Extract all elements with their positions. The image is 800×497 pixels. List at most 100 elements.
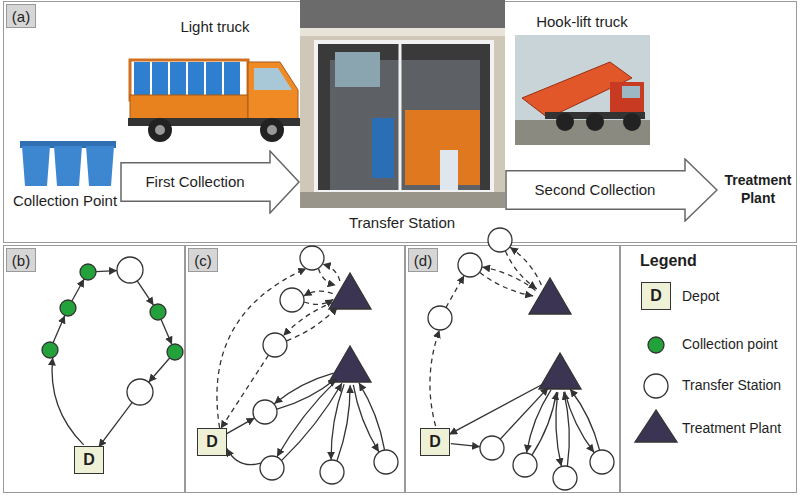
route-arrow xyxy=(137,281,153,306)
legend-entry: Treatment Plant xyxy=(682,420,781,436)
network-nodes xyxy=(117,257,143,283)
panel-frames xyxy=(621,246,797,493)
legend-entry: Collection point xyxy=(682,336,778,352)
network-nodes xyxy=(329,273,371,309)
route-arrow xyxy=(527,390,551,453)
route-arrow xyxy=(337,385,350,460)
network-nodes xyxy=(320,460,344,484)
panel-frames xyxy=(406,246,620,493)
text-label: Legend xyxy=(640,252,697,270)
route-arrow xyxy=(53,315,65,342)
light-truck xyxy=(134,62,150,96)
light-truck xyxy=(224,62,240,96)
text-label: Transfer Station xyxy=(349,214,455,231)
panel-tag: (a) xyxy=(6,4,36,28)
network-nodes xyxy=(60,300,76,316)
legend-entry: Depot xyxy=(682,288,719,304)
route-arrow xyxy=(505,251,536,289)
transfer-station-photo xyxy=(300,192,505,208)
panel-frames xyxy=(4,2,797,493)
network-nodes xyxy=(42,228,614,490)
light-truck xyxy=(128,60,300,142)
route-arrow xyxy=(556,392,562,466)
flow-arrow: Second Collection xyxy=(505,158,718,222)
panel-tag: (d) xyxy=(408,248,438,272)
flow-label: Second Collection xyxy=(535,181,656,198)
route-arrow xyxy=(52,358,84,445)
route-arrow xyxy=(480,273,533,296)
legend-text: Treatment Plant xyxy=(682,420,781,436)
light-truck xyxy=(130,95,248,120)
light-truck xyxy=(130,60,248,100)
light-truck xyxy=(170,62,186,96)
text-label: Hook-lift truck xyxy=(536,13,628,30)
panel-frames xyxy=(186,246,405,493)
network-nodes xyxy=(590,450,614,474)
network-nodes xyxy=(329,346,371,382)
network-nodes xyxy=(553,466,577,490)
route-arrow xyxy=(319,269,336,286)
text-label: Collection Point xyxy=(13,192,117,209)
hook-lift-truck xyxy=(515,35,650,145)
transfer-station-photo xyxy=(300,0,505,208)
network-nodes xyxy=(300,246,324,270)
depot-box: D xyxy=(420,428,450,456)
light-truck xyxy=(260,118,284,142)
route-arrow xyxy=(304,291,333,296)
flow-arrow: First Collection xyxy=(120,150,300,214)
network-nodes xyxy=(42,342,58,358)
depot-box: D xyxy=(641,282,671,310)
light-truck xyxy=(248,62,298,120)
network-nodes xyxy=(428,306,452,330)
depot-letter: D xyxy=(650,287,662,305)
legend-text: Depot xyxy=(682,288,719,304)
panel-letter: (a) xyxy=(12,8,30,25)
route-arrow xyxy=(99,402,133,447)
route-arrow xyxy=(226,418,255,434)
text-label: Legend xyxy=(640,252,697,269)
transfer-station-photo xyxy=(300,0,505,208)
legend-text: Collection point xyxy=(682,336,778,352)
hook-lift-truck xyxy=(623,113,641,131)
text-label: Light truck xyxy=(180,18,249,35)
network-nodes xyxy=(513,453,537,477)
light-truck xyxy=(254,68,292,90)
route-arrow xyxy=(277,380,337,457)
panel-letter: (d) xyxy=(414,252,432,269)
transfer-station-photo xyxy=(440,150,458,190)
route-arrow xyxy=(72,279,84,301)
transfer-station-photo xyxy=(399,42,402,192)
legend-swatches xyxy=(635,337,677,442)
panel-letter: (c) xyxy=(194,252,212,269)
route-arrow xyxy=(430,330,440,426)
hook-lift-truck xyxy=(515,35,650,145)
text-label: Collection Point xyxy=(13,192,117,209)
route-arrow xyxy=(449,383,545,434)
transfer-station-photo xyxy=(335,52,380,87)
legend-entry: Transfer Station xyxy=(682,377,781,393)
panel-tag: (c) xyxy=(188,248,218,272)
text-label: Transfer Station xyxy=(349,214,455,231)
legend-swatch xyxy=(648,337,664,353)
network-nodes xyxy=(260,456,284,480)
panel-letter: (b) xyxy=(12,252,30,269)
network-nodes xyxy=(539,353,581,389)
transfer-station-photo xyxy=(300,28,505,36)
route-arrow xyxy=(565,392,594,453)
route-arrow xyxy=(510,247,541,285)
legend-swatch xyxy=(635,410,677,442)
waste-bins xyxy=(86,146,114,186)
network-nodes xyxy=(263,333,287,357)
waste-bins xyxy=(54,146,82,186)
light-truck xyxy=(206,62,222,96)
transfer-station-photo xyxy=(372,118,394,178)
waste-bins xyxy=(22,146,50,186)
route-arrow xyxy=(353,385,379,452)
arrow-text-area: First Collection xyxy=(120,163,270,201)
route-arrow xyxy=(96,271,117,272)
route-arrow xyxy=(282,383,342,460)
network-nodes xyxy=(80,264,96,280)
arrow-text-area: Second Collection xyxy=(505,171,685,209)
route-arrow xyxy=(287,307,338,341)
